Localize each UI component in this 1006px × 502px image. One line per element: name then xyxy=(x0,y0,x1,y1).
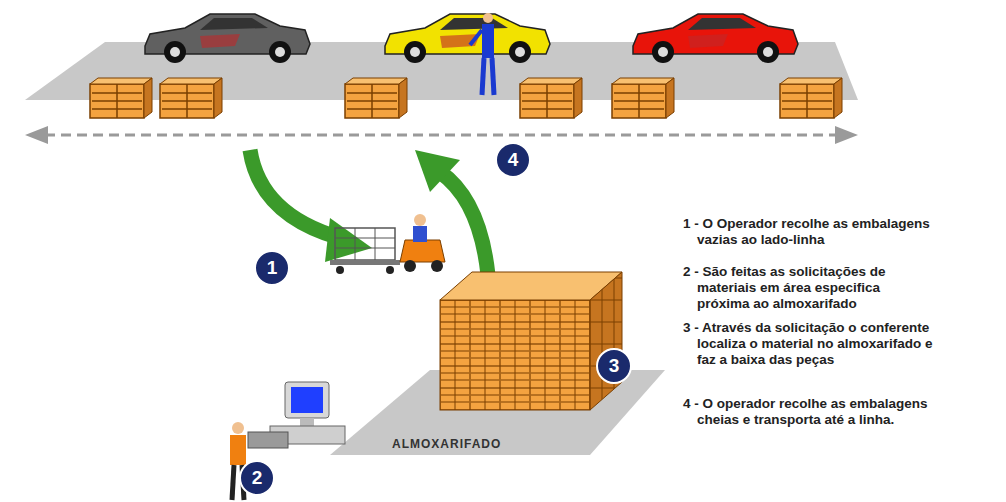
car-red xyxy=(633,14,798,63)
line-direction-arrow xyxy=(25,126,858,144)
line-worker xyxy=(470,13,494,95)
callout-number: 1 xyxy=(255,251,289,285)
callout-circle xyxy=(496,143,530,177)
crate xyxy=(160,78,222,118)
step-note: 2 - São feitas as solicitações de materi… xyxy=(683,264,933,312)
callout-number: 4 xyxy=(496,143,530,177)
callout-circle xyxy=(240,461,274,495)
callout-circle xyxy=(255,251,289,285)
crate xyxy=(612,78,674,118)
flow-arrow-1 xyxy=(250,150,372,262)
step-note: 1 - O Operador recolhe as embalagens vaz… xyxy=(683,216,933,248)
forklift-trolley xyxy=(330,214,445,274)
callout-number: 3 xyxy=(597,349,631,383)
car-yellow xyxy=(385,14,550,63)
callout-number: 2 xyxy=(240,461,274,495)
step-note: 3 - Através da solicitação o conferente … xyxy=(683,320,933,368)
warehouse-stack xyxy=(440,272,622,410)
car-gray xyxy=(145,14,310,63)
crate xyxy=(345,78,407,118)
step-note: 4 - O operador recolhe as embalagens che… xyxy=(683,396,933,428)
crate xyxy=(520,78,582,118)
warehouse-label: ALMOXARIFADO xyxy=(392,437,532,451)
computer-station xyxy=(248,382,345,448)
callout-circle xyxy=(597,349,631,383)
crate xyxy=(90,78,152,118)
crate xyxy=(780,78,842,118)
